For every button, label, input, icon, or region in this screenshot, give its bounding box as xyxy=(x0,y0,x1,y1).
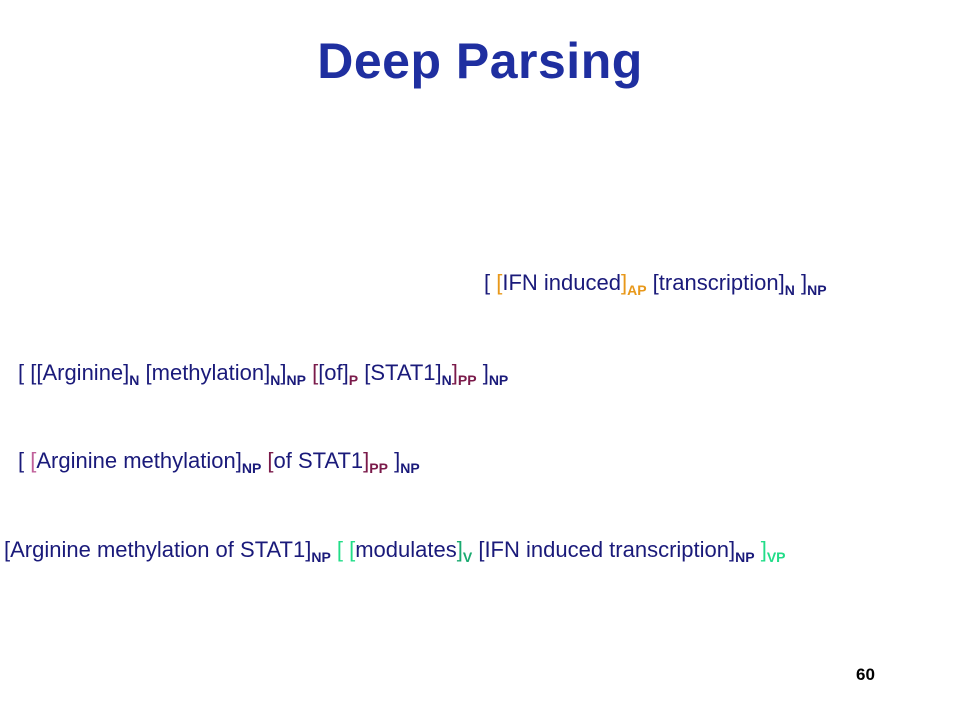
phrase-label: V xyxy=(462,549,473,565)
parse-token: [IFN induced transcription] xyxy=(472,537,736,562)
parse-token: ] xyxy=(794,270,808,295)
phrase-label: N xyxy=(129,372,140,388)
phrase-label: NP xyxy=(241,460,262,476)
phrase-label: NP xyxy=(311,549,331,565)
parse-token: [ xyxy=(484,270,497,295)
phrase-label: P xyxy=(348,372,359,388)
parse-token: [STAT1] xyxy=(358,360,442,385)
phrase-label: N xyxy=(784,282,795,298)
phrase-label: NP xyxy=(286,372,306,388)
phrase-label: VP xyxy=(766,549,786,565)
phrase-label: NP xyxy=(400,460,420,476)
phrase-label: N xyxy=(270,372,281,388)
parse-token: modulates xyxy=(355,537,457,562)
parse-token: ] xyxy=(387,448,401,473)
parse-token: [ xyxy=(261,448,274,473)
parse-token: Arginine methylation xyxy=(36,448,236,473)
parse-token: [of] xyxy=(318,360,349,385)
parse-token: ] xyxy=(476,360,489,385)
phrase-label: NP xyxy=(735,549,755,565)
phrase-label: NP xyxy=(807,282,827,298)
parse-token: [methylation] xyxy=(139,360,271,385)
page-number: 60 xyxy=(856,665,875,684)
parse-token: [ xyxy=(18,448,31,473)
parse-line-2: [ [[Arginine]N [methylation]N]NP [[of]P … xyxy=(18,360,509,388)
parse-token: ] xyxy=(280,360,287,385)
parse-token: ] xyxy=(456,537,463,562)
parse-token: [Arginine methylation of STAT1] xyxy=(4,537,312,562)
parse-token: [ [[Arginine] xyxy=(18,360,130,385)
parse-line-3: [ [Arginine methylation]NP [of STAT1]PP … xyxy=(18,448,420,476)
phrase-label: N xyxy=(441,372,452,388)
phrase-label: PP xyxy=(457,372,477,388)
parse-token: ] xyxy=(363,448,370,473)
phrase-label: AP xyxy=(627,282,647,298)
parse-token: ] xyxy=(451,360,458,385)
parse-token: ] xyxy=(235,448,242,473)
phrase-label: PP xyxy=(369,460,388,476)
parse-token: [ xyxy=(305,360,319,385)
parse-line-4: [Arginine methylation of STAT1]NP [ [mod… xyxy=(4,537,786,565)
parse-token: IFN induced xyxy=(502,270,621,295)
parse-token: [transcription] xyxy=(646,270,785,295)
parse-token: ] xyxy=(754,537,767,562)
parse-token: [ xyxy=(496,270,503,295)
slide-title: Deep Parsing xyxy=(317,33,643,89)
parse-token: ] xyxy=(620,270,628,295)
parse-token: of STAT1 xyxy=(273,448,364,473)
parse-token: [ xyxy=(30,448,37,473)
phrase-label: NP xyxy=(488,372,509,388)
parse-line-1: [ [IFN induced]AP [transcription]N ]NP xyxy=(484,270,827,298)
parse-token: [ [ xyxy=(330,537,356,562)
